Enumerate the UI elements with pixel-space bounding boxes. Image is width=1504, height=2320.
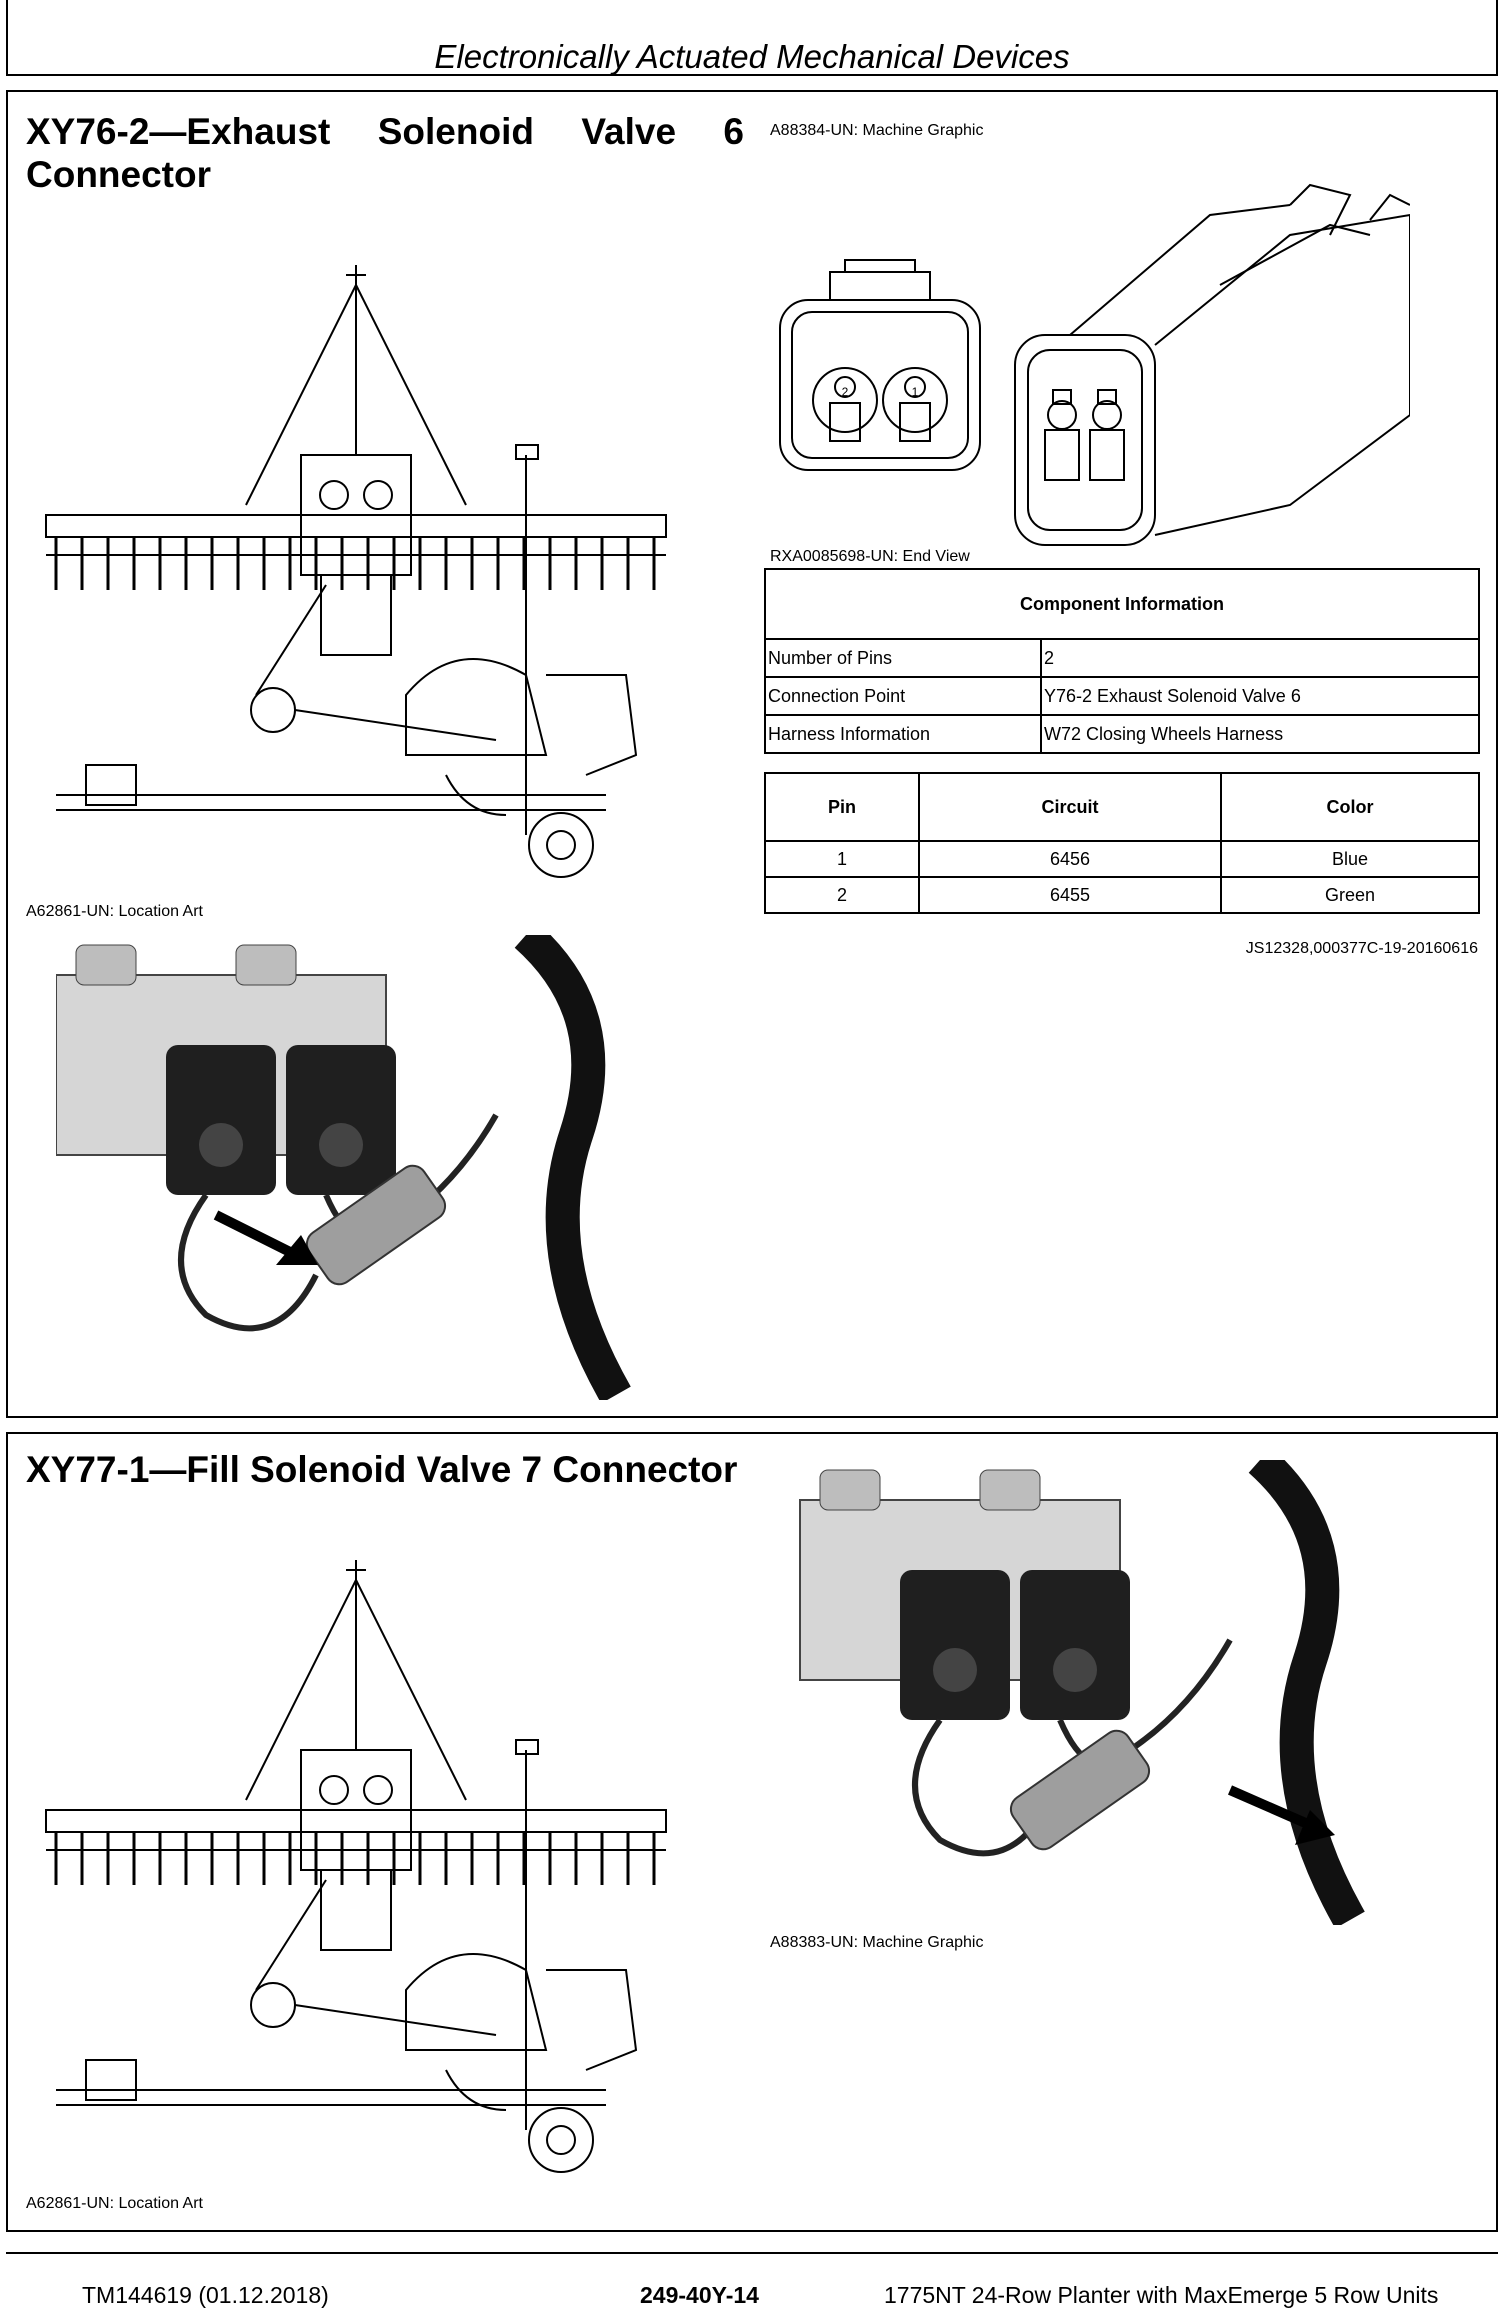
pin-label-1: 1 — [912, 385, 919, 399]
page-header-frame — [6, 0, 1498, 76]
pin-header: Pin — [764, 772, 920, 842]
end-view-caption: RXA0085698-UN: End View — [770, 548, 970, 565]
document-id: JS12328,000377C-19-20160616 — [1245, 940, 1478, 957]
title-word: Valve — [581, 111, 677, 152]
table-row: Harness Information W72 Closing Wheels H… — [764, 714, 1480, 754]
section-xy77-1 — [6, 1432, 1498, 2232]
section-xy76-2 — [6, 90, 1498, 1418]
circuit-header: Circuit — [918, 772, 1222, 842]
machine-graphic-caption-2: A88383-UN: Machine Graphic — [770, 1934, 984, 1951]
planter-location-art-2 — [45, 1560, 667, 2173]
pin-label-2: 2 — [842, 385, 849, 399]
component-info-table: Component Information Number of Pins 2 C… — [764, 568, 1480, 754]
table-row: Connection Point Y76-2 Exhaust Solenoid … — [764, 676, 1480, 716]
location-art-caption: A62861-UN: Location Art — [26, 903, 203, 920]
solenoid-photo-graphic-2 — [799, 1460, 1365, 1925]
title-word: 6 — [723, 111, 744, 152]
component-info-heading: Component Information — [764, 568, 1480, 640]
machine-graphic-caption: A88384-UN: Machine Graphic — [770, 122, 984, 139]
section1-title: XY76-2—Exhaust Solenoid Valve 6 Connecto… — [26, 110, 744, 196]
title-word: Solenoid — [377, 111, 534, 152]
page-header-title: Electronically Actuated Mechanical Devic… — [434, 38, 1070, 75]
table-row: Number of Pins 2 — [764, 638, 1480, 678]
table-row: 1 6456 Blue — [764, 840, 1480, 878]
title-word: XY76-2—Exhaust — [26, 111, 331, 152]
table-row: 2 6455 Green — [764, 876, 1480, 914]
footer-product-name: 1775NT 24-Row Planter with MaxEmerge 5 R… — [884, 2282, 1439, 2308]
solenoid-photo-graphic — [56, 935, 631, 1400]
footer-manual-id: TM144619 (01.12.2018) — [82, 2282, 329, 2308]
connector-end-view-graphic: 2 1 — [779, 183, 1410, 546]
title-line2: Connector — [26, 154, 211, 195]
pin-circuit-table: Pin Circuit Color 1 6456 Blue 2 6455 Gre… — [764, 772, 1480, 914]
footer-rule — [6, 2252, 1498, 2254]
color-header: Color — [1220, 772, 1480, 842]
footer-page-number: 249-40Y-14 — [640, 2282, 759, 2308]
location-art-caption-2: A62861-UN: Location Art — [26, 2195, 203, 2212]
section2-title: XY77-1—Fill Solenoid Valve 7 Connector — [26, 1449, 738, 1490]
planter-location-art — [45, 265, 667, 878]
